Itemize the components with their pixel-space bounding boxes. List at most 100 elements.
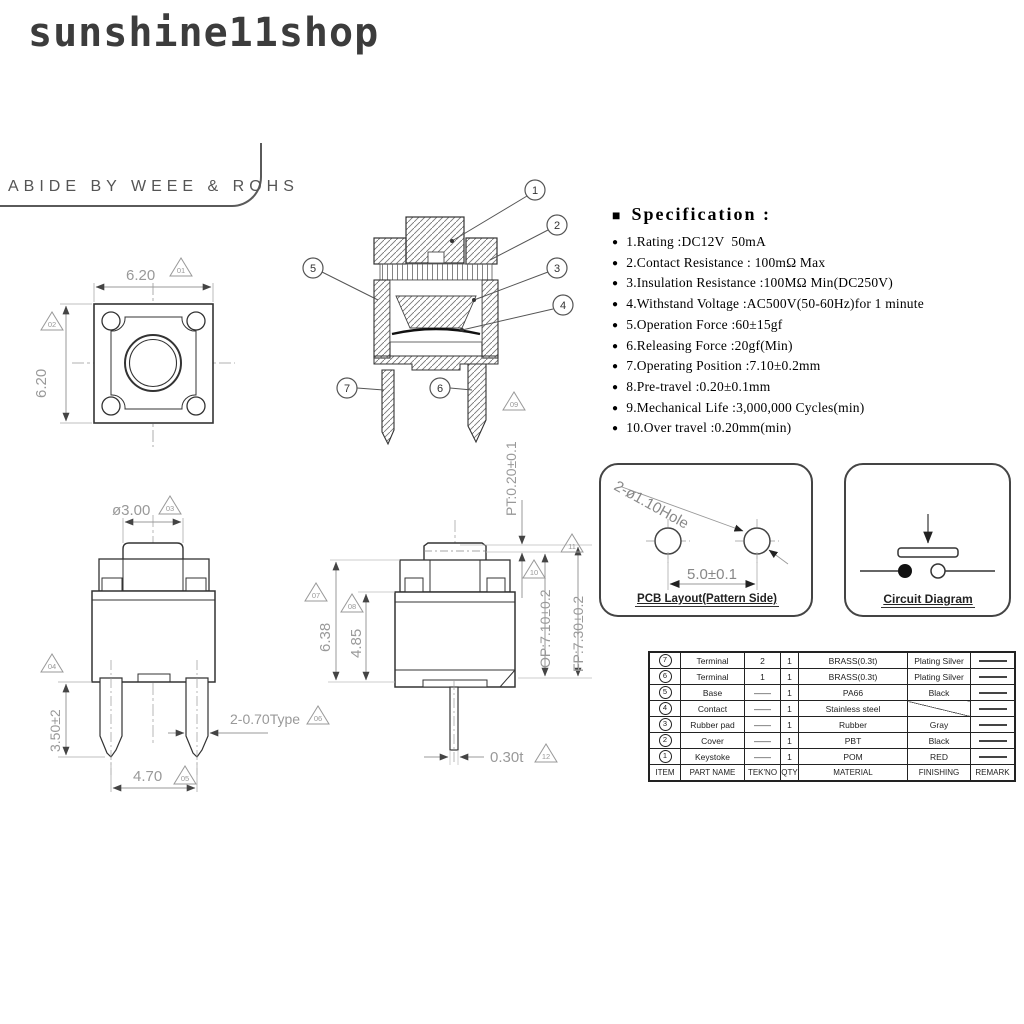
tolerance-flag-icon: 07: [304, 582, 328, 602]
body-height-dim: 4.85: [348, 629, 365, 658]
top-view-drawing: 6.20 01 6.20 02: [33, 257, 235, 447]
specification-title: Specification :: [612, 204, 1017, 225]
tolerance-flag-icon: 05: [173, 765, 197, 785]
specification-list: 1.Rating :DC12V 50mA 2.Contact Resistanc…: [612, 232, 1017, 439]
remark-line: [978, 724, 1007, 727]
item-number-badge: 5: [658, 686, 672, 699]
item-number-badge: 6: [658, 670, 672, 683]
callout-1: 1: [524, 179, 546, 201]
tolerance-flag-icon: 06: [306, 705, 330, 725]
spec-item: 3.Insulation Resistance :100MΩ Min(DC250…: [612, 273, 1017, 294]
leg-height-dim: 3.50±2: [47, 709, 63, 752]
callout-4: 4: [552, 294, 574, 316]
svg-text:11: 11: [568, 542, 576, 551]
svg-text:12: 12: [542, 752, 550, 761]
svg-text:6: 6: [437, 383, 443, 395]
svg-text:05: 05: [181, 774, 189, 783]
svg-text:5: 5: [310, 263, 316, 275]
front-view-drawing: ø3.00 03 3.50±2 04 4.70 05: [40, 495, 330, 792]
tolerance-flag-icon: 08: [340, 593, 364, 613]
callout-6: 6: [429, 377, 451, 399]
item-number-badge: 2: [658, 734, 672, 747]
item-number-badge: 1: [658, 750, 672, 763]
svg-text:2: 2: [554, 220, 560, 232]
terminal-thickness-dim: 0.30t: [490, 749, 524, 766]
spec-item: 8.Pre-travel :0.20±0.1mm: [612, 377, 1017, 398]
item-number-badge: 4: [658, 702, 672, 715]
callout-7: 7: [336, 377, 358, 399]
contact-dot-open: [930, 563, 946, 579]
remark-line: [978, 660, 1007, 663]
tolerance-flag-icon: 02: [40, 311, 64, 331]
spec-item: 4.Withstand Voltage :AC500V(50-60Hz)for …: [612, 294, 1017, 315]
spec-item: 2.Contact Resistance : 100mΩ Max: [612, 253, 1017, 274]
tolerance-flag-icon: 09: [502, 391, 526, 411]
spec-item: 6.Releasing Force :20gf(Min): [612, 336, 1017, 357]
circuit-diagram-caption: Circuit Diagram: [881, 592, 975, 608]
item-number-badge: 3: [658, 718, 672, 731]
pre-travel-dim: PT:0.20±0.1: [503, 441, 519, 516]
remark-line: [978, 692, 1007, 695]
remark-line: [978, 740, 1007, 743]
pcb-layout-caption: PCB Layout(Pattern Side): [635, 593, 779, 607]
callout-2: 2: [546, 214, 568, 236]
svg-text:1: 1: [532, 185, 538, 197]
tolerance-flag-icon: 10: [522, 559, 546, 579]
remark-line: [978, 708, 1007, 711]
tolerance-flag-icon: 04: [40, 653, 64, 673]
svg-text:03: 03: [166, 504, 174, 513]
specification-section: Specification : 1.Rating :DC12V 50mA 2.C…: [612, 204, 1017, 439]
operating-position-dim: OP:7.10±0.2: [537, 589, 553, 668]
spec-item: 5.Operation Force :60±15gf: [612, 315, 1017, 336]
svg-text:04: 04: [48, 662, 56, 671]
svg-text:07: 07: [312, 591, 320, 600]
svg-text:7: 7: [344, 383, 350, 395]
tolerance-flag-icon: 11: [560, 533, 584, 553]
callout-5: 5: [302, 257, 324, 279]
spec-item: 1.Rating :DC12V 50mA: [612, 232, 1017, 253]
svg-text:01: 01: [177, 266, 185, 275]
svg-text:09: 09: [510, 400, 518, 409]
button-diameter-dim: ø3.00: [112, 502, 150, 519]
banner-border: [0, 143, 262, 207]
terminal-width-dim: 2-0.70Type: [230, 711, 300, 727]
square-bullet-icon: [612, 204, 622, 224]
spec-item: 9.Mechanical Life :3,000,000 Cycles(min): [612, 398, 1017, 419]
circuit-diagram-box: [844, 463, 1011, 617]
tolerance-flag-icon: 12: [534, 743, 558, 763]
hole-pitch-dim: 5.0±0.1: [687, 566, 737, 583]
svg-text:06: 06: [314, 714, 322, 723]
tolerance-flag-icon: 01: [169, 257, 193, 277]
free-position-dim: FP:7.30±0.2: [570, 596, 586, 672]
pcb-layout-box: 2-ø1.10Hole 5.0±0.1: [599, 463, 813, 617]
side-view-drawing: 6.38 07 4.85 08 OP:7.10±0.2 10: [304, 520, 592, 766]
svg-text:4: 4: [560, 300, 566, 312]
callout-3: 3: [546, 257, 568, 279]
cross-section-drawing: 1 2 3 4 5 6 7 PT:0.20±0.1 09: [302, 179, 574, 598]
svg-text:3: 3: [554, 263, 560, 275]
top-view-height-dim: 6.20: [33, 369, 50, 398]
top-view-width-dim: 6.20: [126, 267, 155, 284]
spec-item: 7.Operating Position :7.10±0.2mm: [612, 356, 1017, 377]
shop-watermark: sunshine11shop: [28, 10, 380, 56]
remark-line: [978, 756, 1007, 759]
remark-line: [978, 676, 1007, 679]
base-width-dim: 4.70: [133, 768, 162, 785]
svg-text:02: 02: [48, 320, 56, 329]
compliance-banner: ABIDE BY WEEE & ROHS: [8, 178, 299, 195]
contact-dot-filled: [898, 564, 912, 578]
svg-text:08: 08: [348, 602, 356, 611]
spec-item: 10.Over travel :0.20mm(min): [612, 418, 1017, 439]
total-height-dim: 6.38: [317, 623, 334, 652]
tolerance-flag-icon: 03: [158, 495, 182, 515]
